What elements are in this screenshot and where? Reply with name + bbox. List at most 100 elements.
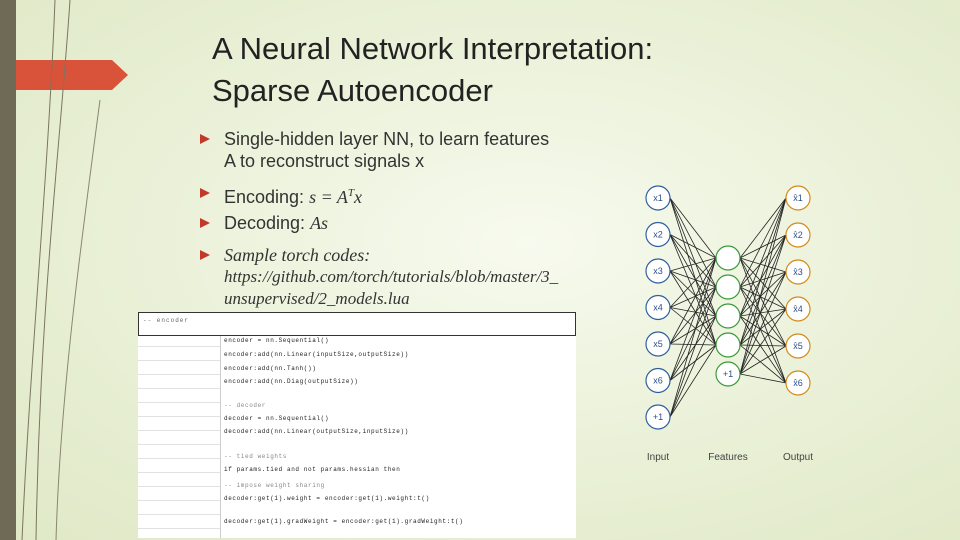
code-line: decoder:get(1).weight = encoder:get(1).w… <box>224 495 430 502</box>
connection <box>739 234 787 375</box>
connection <box>739 308 787 375</box>
bullet-arrow-icon <box>200 188 210 198</box>
node-circle <box>715 303 741 329</box>
connection <box>739 197 787 259</box>
github-link-continued[interactable]: unsupervised/2_models.lua <box>224 289 410 308</box>
hidden-bias-node: +1 <box>715 361 741 387</box>
node-circle <box>645 294 671 321</box>
bullet-2-sup: T <box>347 187 355 199</box>
connection <box>669 257 717 418</box>
network-connections <box>669 197 787 418</box>
connection <box>669 344 717 418</box>
bullet-4-line-1: Sample torch codes: <box>224 245 371 265</box>
connection <box>669 286 717 308</box>
connection <box>739 308 787 317</box>
connection <box>739 286 787 347</box>
label-output: Output <box>783 452 813 463</box>
connection <box>739 271 787 317</box>
connection <box>739 197 787 375</box>
node-circle <box>715 361 741 387</box>
connection <box>669 315 717 345</box>
bullet-3-formula: As <box>310 213 329 233</box>
connection <box>739 271 787 375</box>
connection <box>739 308 787 346</box>
code-line: encoder:add(nn.Linear(inputSize,outputSi… <box>224 351 409 358</box>
input-node: x4 <box>645 294 671 321</box>
left-accent-bar <box>0 0 16 540</box>
node-label: +1 <box>723 369 733 379</box>
connection <box>739 344 787 347</box>
node-circle <box>715 245 741 271</box>
node-label: x̂2 <box>793 230 803 240</box>
connection <box>669 307 717 317</box>
node-label: x̂6 <box>793 378 803 388</box>
node-circle <box>785 259 811 285</box>
node-circle <box>645 185 671 211</box>
node-circle <box>715 332 741 358</box>
connection <box>669 343 717 346</box>
output-node: x̂3 <box>785 259 811 285</box>
node-circle <box>645 258 671 284</box>
code-line: -- tied weights <box>224 453 288 460</box>
connection <box>739 197 787 317</box>
code-line: decoder = nn.Sequential() <box>224 415 330 422</box>
connection <box>669 197 717 317</box>
connection <box>669 286 717 345</box>
code-line: decoder:add(nn.Linear(outputSize,inputSi… <box>224 428 409 435</box>
bullet-arrow-icon <box>200 134 210 144</box>
bullet-2-prefix: Encoding: <box>224 187 310 207</box>
output-node: x̂1 <box>785 185 811 211</box>
connection <box>739 257 787 273</box>
node-label: x̂5 <box>793 341 803 351</box>
bullet-arrow-icon <box>200 250 210 260</box>
node-label: x6 <box>653 376 663 386</box>
bullet-2-suffix: x <box>354 187 363 207</box>
bullet-3-prefix: Decoding: <box>224 213 311 233</box>
input-node: x6 <box>645 367 671 394</box>
output-node: x̂5 <box>785 333 811 359</box>
connection <box>739 373 787 384</box>
bullet-2-text: Encoding: s = ATx <box>224 182 362 208</box>
code-line: decoder:get(1).gradWeight = encoder:get(… <box>224 518 464 525</box>
bullet-3-text: Decoding: As <box>224 212 328 234</box>
code-line: encoder = nn.Sequential() <box>224 337 330 344</box>
node-circle <box>785 222 811 248</box>
code-line: encoder:add(nn.Tanh()) <box>224 365 317 372</box>
output-node: x̂4 <box>785 296 811 322</box>
github-link[interactable]: https://github.com/torch/tutorials/blob/… <box>224 267 559 286</box>
node-label: x̂3 <box>793 267 803 277</box>
connection <box>739 315 787 384</box>
connection <box>739 234 787 346</box>
connection <box>739 345 787 375</box>
connection <box>669 315 717 381</box>
title-line-2: Sparse Autoencoder <box>212 73 493 108</box>
hidden-node <box>715 303 741 329</box>
node-circle <box>785 333 811 359</box>
code-header: -- encoder <box>138 312 576 336</box>
title-line-1: A Neural Network Interpretation: <box>212 31 654 66</box>
connection <box>739 197 787 346</box>
node-circle <box>715 274 741 300</box>
connection <box>669 197 717 259</box>
bullet-arrow-icon <box>200 218 210 228</box>
connection <box>669 307 717 346</box>
connection <box>669 286 717 381</box>
bullet-1-line-1: Single-hidden layer NN, to learn feature… <box>224 129 550 149</box>
input-node: x3 <box>645 258 671 284</box>
connection <box>669 257 717 272</box>
input-node: +1 <box>645 404 671 430</box>
connection <box>669 315 717 418</box>
code-snippet: -- encoder encoder = nn.Sequential() enc… <box>138 312 576 538</box>
connection <box>669 257 717 308</box>
node-label: x3 <box>653 266 663 276</box>
output-node: x̂6 <box>785 370 811 396</box>
connection <box>739 197 787 288</box>
node-circle <box>645 367 671 394</box>
code-line: if params.tied and not params.hessian th… <box>224 466 401 473</box>
node-circle <box>785 370 811 396</box>
connection <box>669 270 717 317</box>
hidden-node <box>715 332 741 358</box>
hidden-node <box>715 245 741 271</box>
connection <box>739 257 787 310</box>
